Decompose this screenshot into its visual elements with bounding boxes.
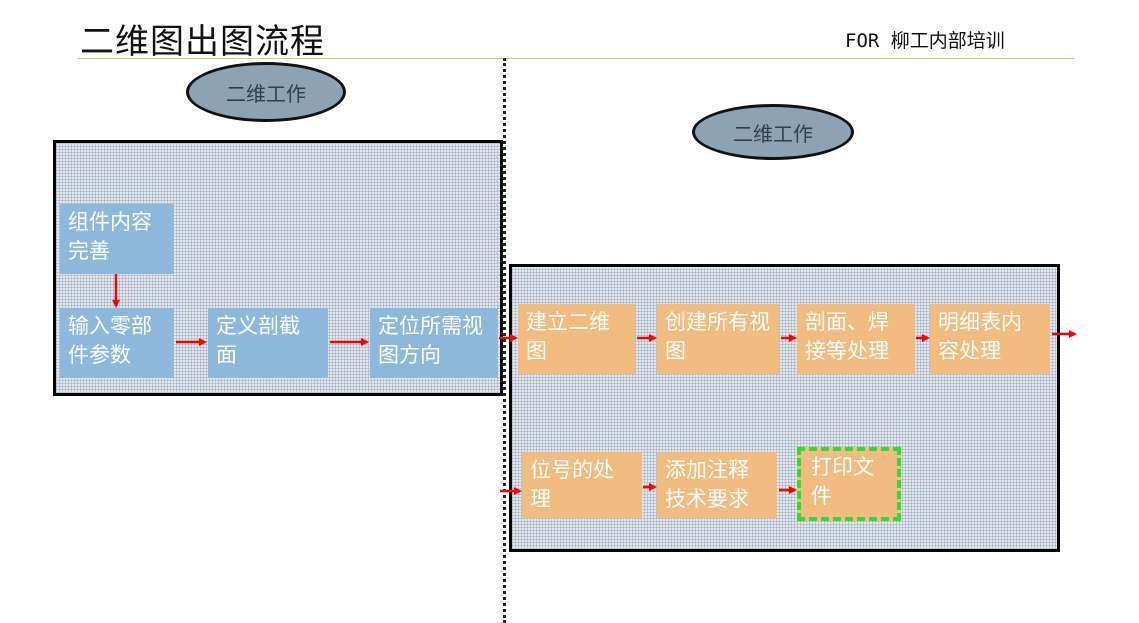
page-title: 二维图出图流程 [80, 22, 325, 62]
step-section-weld: 剖面、焊接等处理 [797, 304, 915, 374]
title-underline [77, 58, 1075, 59]
section-label-left: 二维工作 [186, 62, 346, 122]
step-print-file: 打印文件 [797, 447, 901, 521]
step-create-views: 创建所有视图 [657, 304, 779, 374]
step-bom-content: 明细表内容处理 [930, 304, 1050, 374]
step-component-content: 组件内容完善 [60, 204, 174, 274]
step-locate-view: 定位所需视图方向 [370, 308, 498, 378]
page-subtitle: FOR 柳工内部培训 [845, 30, 1005, 52]
step-add-notes: 添加注释技术要求 [657, 452, 777, 518]
step-define-section: 定义剖截面 [208, 308, 328, 378]
step-create-drawing: 建立二维图 [518, 304, 635, 374]
section-label-right: 二维工作 [692, 104, 854, 160]
step-input-parameters: 输入零部件参数 [60, 308, 174, 378]
section-divider [503, 58, 506, 623]
step-item-numbers: 位号的处理 [522, 452, 642, 518]
